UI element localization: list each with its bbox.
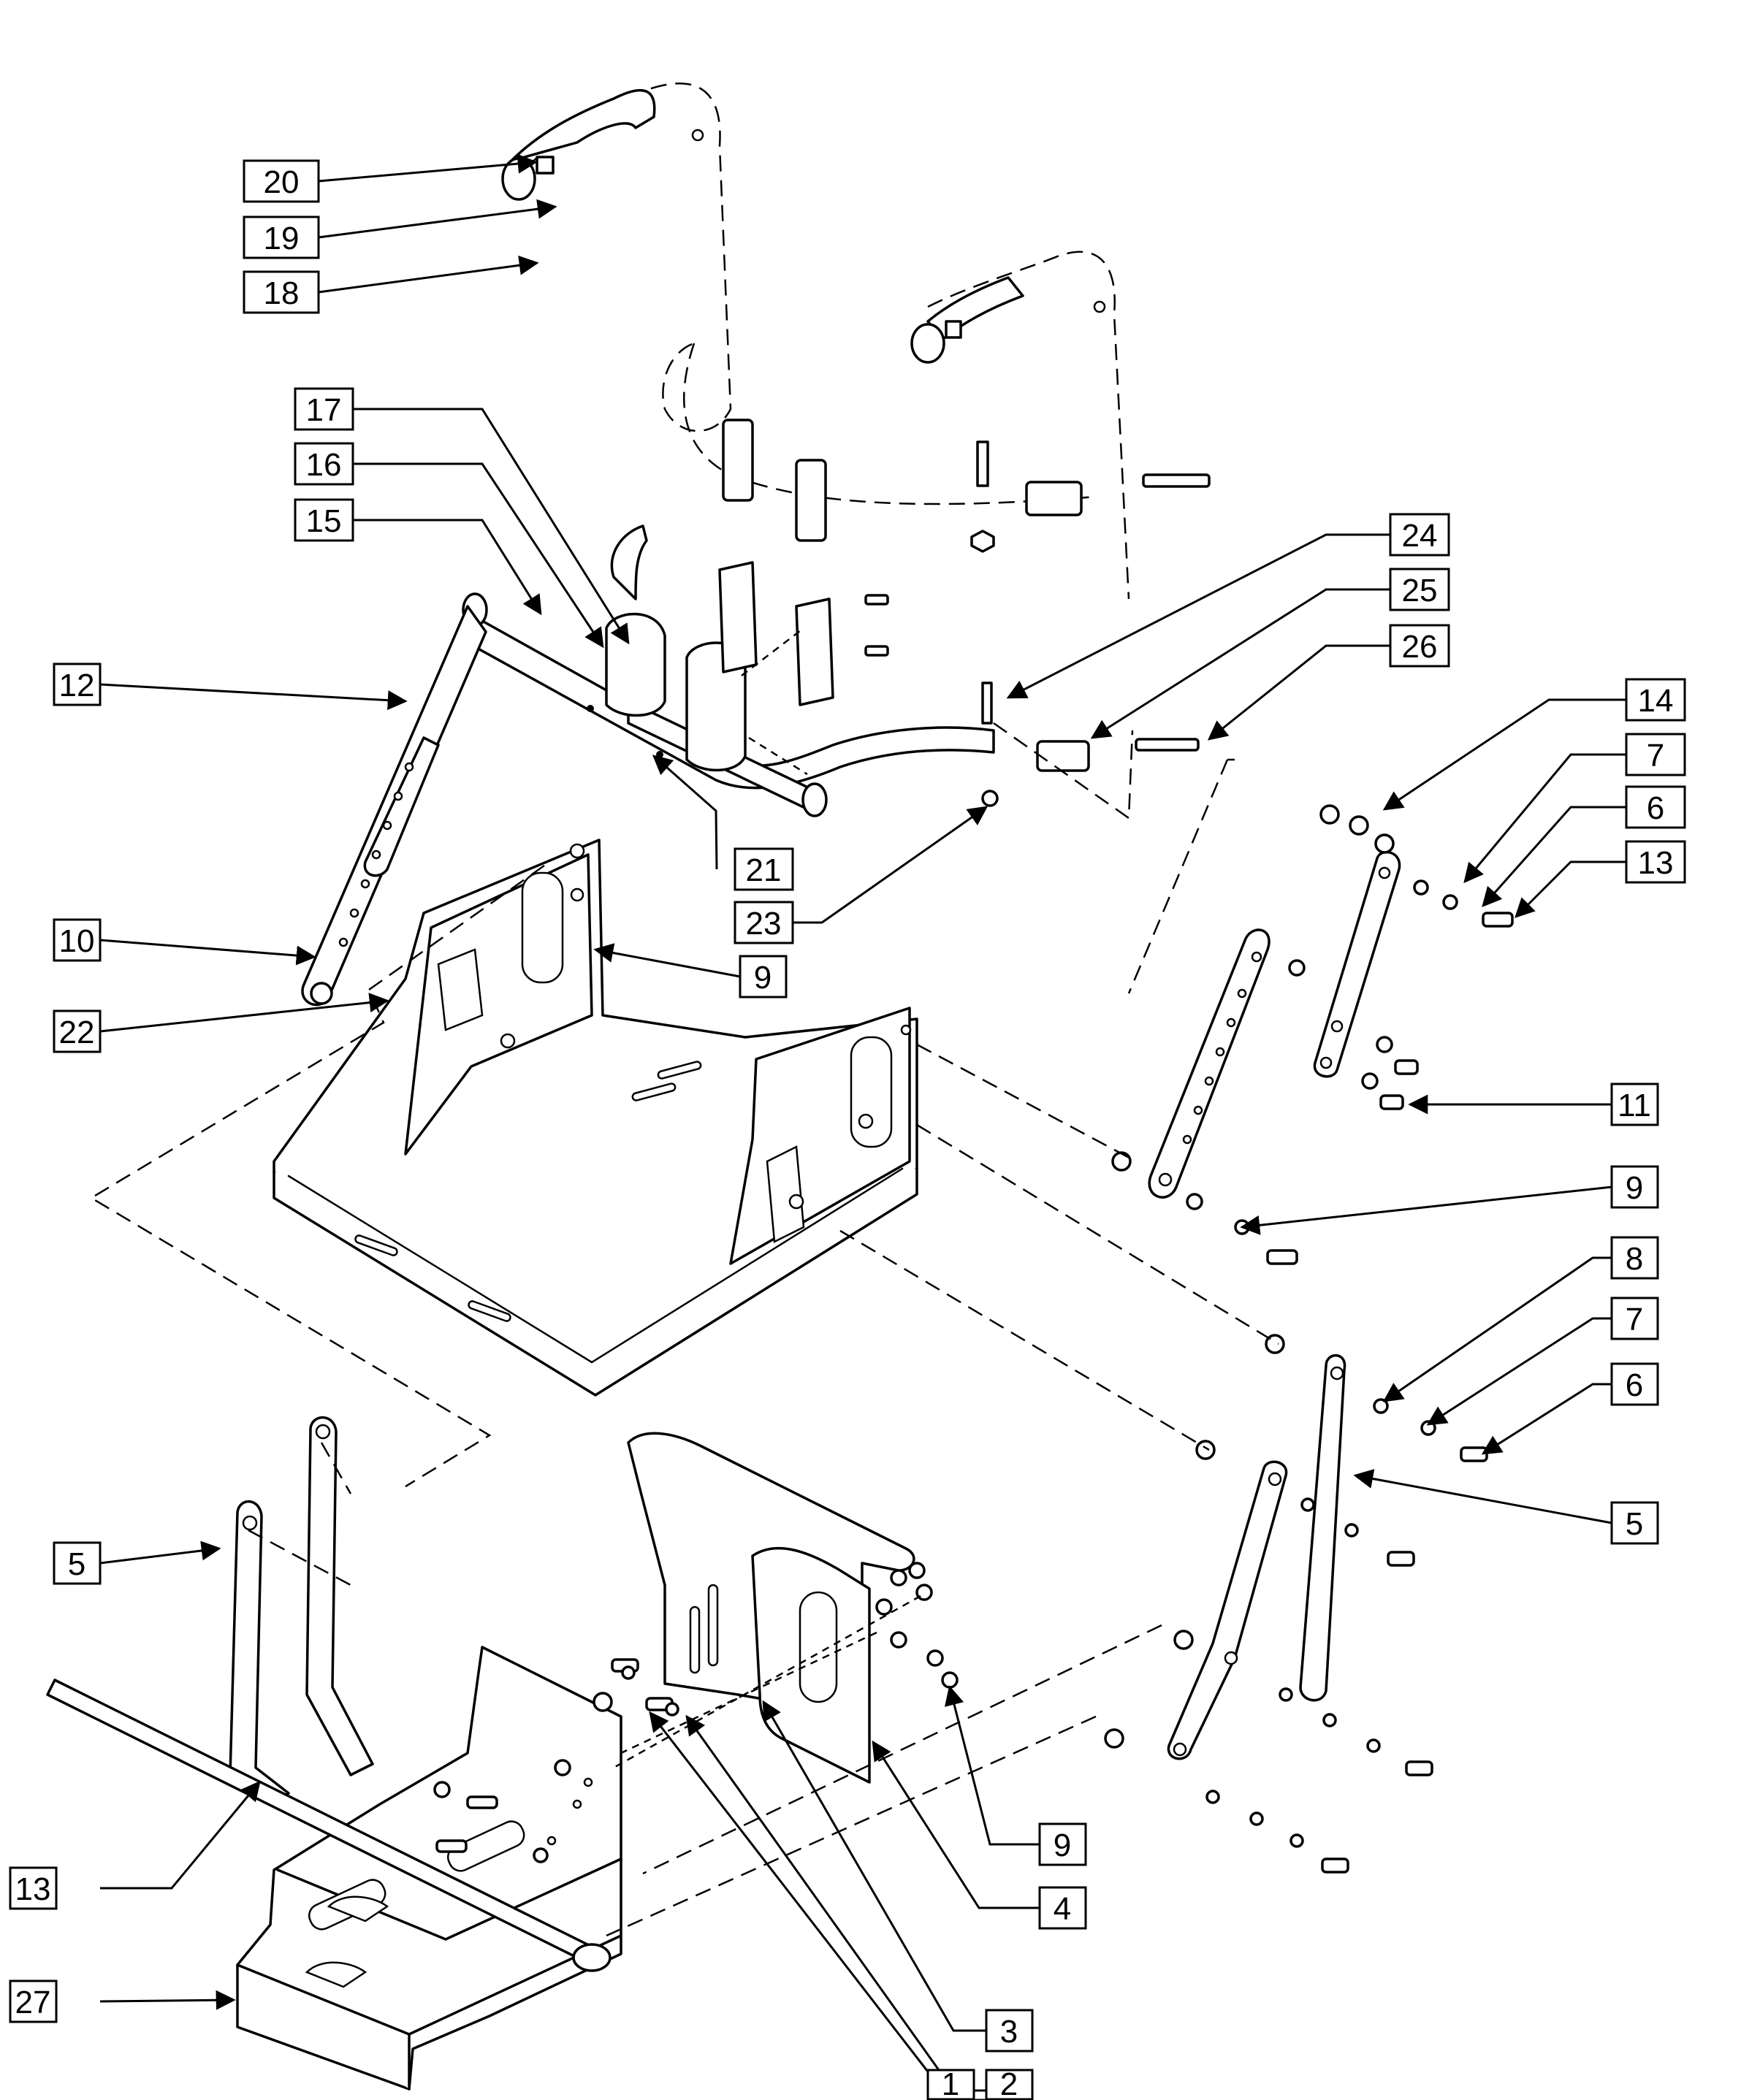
callout-9c: 9 bbox=[1038, 1822, 1087, 1866]
callout-17: 17 bbox=[294, 387, 354, 431]
callout-15: 15 bbox=[294, 498, 354, 542]
svg-text:22: 22 bbox=[59, 1015, 95, 1050]
svg-text:8: 8 bbox=[1626, 1241, 1643, 1277]
callout-22: 22 bbox=[53, 1009, 102, 1053]
seat-bracket-tray bbox=[273, 839, 918, 1397]
svg-text:24: 24 bbox=[1402, 518, 1438, 554]
alignment-lines bbox=[89, 627, 1279, 1937]
callout-27: 27 bbox=[9, 1979, 58, 2023]
svg-text:13: 13 bbox=[15, 1871, 51, 1907]
callout-9b: 9 bbox=[1610, 1165, 1659, 1209]
callout-6: 6 bbox=[1625, 785, 1686, 829]
callout-21: 21 bbox=[734, 847, 794, 891]
callout-5b: 5 bbox=[53, 1541, 102, 1585]
svg-text:7: 7 bbox=[1647, 738, 1664, 774]
callout-leaders bbox=[99, 153, 1626, 2100]
callout-23: 23 bbox=[734, 901, 794, 944]
svg-text:16: 16 bbox=[306, 447, 342, 483]
callout-18: 18 bbox=[243, 270, 320, 314]
svg-text:21: 21 bbox=[746, 852, 782, 888]
svg-text:11: 11 bbox=[1618, 1088, 1651, 1123]
callout-13b: 13 bbox=[9, 1866, 58, 1910]
svg-text:6: 6 bbox=[1647, 790, 1664, 826]
svg-text:23: 23 bbox=[746, 906, 782, 942]
svg-text:12: 12 bbox=[59, 668, 95, 703]
svg-text:7: 7 bbox=[1626, 1302, 1643, 1337]
callout-6b: 6 bbox=[1610, 1362, 1659, 1406]
svg-text:17: 17 bbox=[306, 392, 342, 428]
callout-11: 11 bbox=[1610, 1083, 1659, 1126]
right-lower-links bbox=[1104, 1334, 1488, 1874]
callout-25: 25 bbox=[1389, 568, 1450, 611]
svg-text:26: 26 bbox=[1402, 629, 1438, 665]
callout-14: 14 bbox=[1625, 678, 1686, 722]
svg-text:13: 13 bbox=[1638, 845, 1674, 881]
callout-labels: 20 19 18 17 16 15 12 24 25 26 14 7 6 13 … bbox=[9, 159, 1686, 2100]
callout-16: 16 bbox=[294, 442, 354, 486]
svg-text:10: 10 bbox=[59, 923, 95, 959]
callout-7b: 7 bbox=[1610, 1297, 1659, 1340]
svg-text:15: 15 bbox=[306, 503, 342, 539]
svg-text:18: 18 bbox=[264, 275, 300, 311]
svg-text:4: 4 bbox=[1054, 1891, 1071, 1927]
svg-text:19: 19 bbox=[264, 221, 300, 256]
callout-19: 19 bbox=[243, 215, 320, 259]
callout-3: 3 bbox=[985, 2009, 1034, 2053]
svg-text:2: 2 bbox=[1000, 2066, 1018, 2100]
svg-text:25: 25 bbox=[1402, 573, 1438, 608]
callout-12: 12 bbox=[53, 663, 102, 706]
svg-text:20: 20 bbox=[264, 164, 300, 200]
crossbar-assembly bbox=[462, 524, 1200, 817]
svg-text:14: 14 bbox=[1638, 683, 1674, 719]
cover-plate bbox=[611, 1432, 959, 1784]
strap bbox=[46, 1679, 612, 1972]
svg-text:5: 5 bbox=[68, 1546, 85, 1582]
callout-5: 5 bbox=[1610, 1501, 1659, 1545]
callout-26: 26 bbox=[1389, 624, 1450, 668]
callout-8: 8 bbox=[1610, 1236, 1659, 1280]
svg-text:9: 9 bbox=[1626, 1170, 1643, 1206]
svg-text:9: 9 bbox=[754, 960, 772, 996]
svg-text:9: 9 bbox=[1054, 1828, 1071, 1863]
callout-2: 2 bbox=[985, 2066, 1034, 2100]
svg-text:5: 5 bbox=[1626, 1506, 1643, 1542]
callout-20: 20 bbox=[243, 159, 320, 203]
callout-24: 24 bbox=[1389, 513, 1450, 557]
callout-10: 10 bbox=[53, 918, 102, 962]
svg-text:3: 3 bbox=[1000, 2014, 1018, 2050]
callout-4: 4 bbox=[1038, 1886, 1087, 1930]
svg-text:27: 27 bbox=[15, 1985, 51, 2020]
right-upper-links bbox=[1111, 804, 1514, 1265]
callout-13: 13 bbox=[1625, 840, 1686, 884]
svg-text:1: 1 bbox=[942, 2066, 959, 2100]
callout-9: 9 bbox=[739, 955, 788, 999]
callout-1: 1 bbox=[926, 2066, 975, 2100]
lower-left-links bbox=[229, 1416, 374, 1806]
left-side-arm bbox=[301, 605, 487, 1007]
callout-7: 7 bbox=[1625, 733, 1686, 776]
upper-push-handle bbox=[501, 83, 1211, 600]
svg-text:6: 6 bbox=[1626, 1367, 1643, 1403]
parts-artwork bbox=[46, 83, 1514, 2091]
